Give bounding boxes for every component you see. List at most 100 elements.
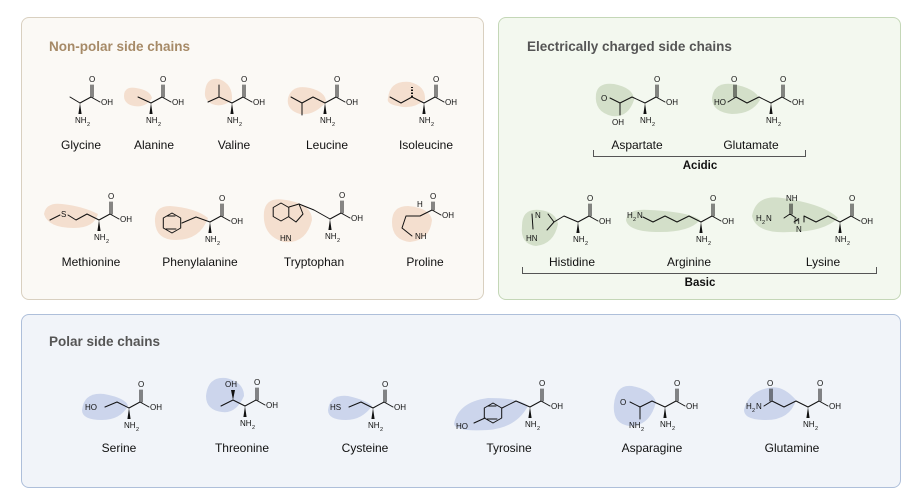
- acidic-bracket: [593, 150, 806, 157]
- svg-text:NH: NH: [629, 421, 641, 430]
- svg-text:OH: OH: [120, 215, 132, 224]
- svg-text:OH: OH: [150, 403, 162, 412]
- svg-text:O: O: [382, 380, 388, 389]
- charged-panel: [498, 17, 901, 300]
- svg-text:2: 2: [87, 122, 90, 128]
- svg-text:NH: NH: [573, 235, 585, 244]
- amino-acid-name: Aspartate: [611, 138, 663, 152]
- amino-acid-name: Glutamate: [723, 138, 779, 152]
- svg-text:NH: NH: [640, 116, 652, 125]
- svg-text:NH: NH: [766, 116, 778, 125]
- nonpolar-title: Non-polar side chains: [49, 39, 191, 54]
- svg-text:H: H: [627, 211, 633, 220]
- amino-acid-name: Glutamine: [764, 441, 820, 455]
- svg-text:OH: OH: [442, 211, 454, 220]
- svg-text:NH: NH: [786, 194, 798, 203]
- amino-acid-name: Serine: [101, 441, 137, 455]
- svg-text:OH: OH: [172, 98, 184, 107]
- amino-acid-name: Valine: [217, 138, 251, 152]
- svg-text:H: H: [794, 217, 800, 226]
- svg-text:HO: HO: [456, 422, 468, 431]
- svg-text:OH: OH: [861, 217, 873, 226]
- svg-text:2: 2: [752, 408, 755, 414]
- svg-text:HS: HS: [330, 403, 341, 412]
- svg-text:2: 2: [847, 241, 850, 247]
- svg-text:NH: NH: [419, 116, 431, 125]
- acidic-label: Acidic: [682, 160, 718, 172]
- svg-text:OH: OH: [599, 217, 611, 226]
- svg-text:OH: OH: [686, 402, 698, 411]
- basic-bracket: [522, 267, 877, 274]
- svg-text:O: O: [339, 191, 345, 200]
- svg-text:2: 2: [672, 426, 675, 432]
- svg-text:N: N: [637, 211, 643, 220]
- svg-text:2: 2: [337, 238, 340, 244]
- svg-text:NH: NH: [124, 421, 136, 430]
- svg-text:OH: OH: [551, 402, 563, 411]
- svg-text:N: N: [535, 211, 541, 220]
- svg-text:OH: OH: [394, 403, 406, 412]
- svg-text:O: O: [539, 379, 545, 388]
- amino-acid-name: Tryptophan: [283, 255, 345, 269]
- svg-text:N: N: [796, 225, 802, 234]
- svg-text:2: 2: [136, 427, 139, 433]
- svg-text:2: 2: [380, 427, 383, 433]
- svg-text:H: H: [746, 402, 752, 411]
- amino-acid-name: Threonine: [214, 441, 270, 455]
- svg-text:O: O: [587, 194, 593, 203]
- svg-text:H: H: [756, 214, 762, 223]
- svg-text:NH: NH: [205, 235, 217, 244]
- svg-text:NH: NH: [320, 116, 332, 125]
- svg-text:O: O: [710, 194, 716, 203]
- amino-acid-name: Proline: [406, 255, 444, 269]
- svg-text:NH: NH: [696, 235, 708, 244]
- svg-text:2: 2: [652, 122, 655, 128]
- amino-acid-name: Tyrosine: [486, 441, 532, 455]
- svg-text:NH: NH: [368, 421, 380, 430]
- svg-text:O: O: [241, 75, 247, 84]
- svg-text:NH: NH: [146, 116, 158, 125]
- svg-text:2: 2: [633, 217, 636, 223]
- svg-text:OH: OH: [253, 98, 265, 107]
- svg-text:2: 2: [431, 122, 434, 128]
- nonpolar-panel: [21, 17, 484, 300]
- svg-text:O: O: [108, 192, 114, 201]
- svg-text:OH: OH: [792, 98, 804, 107]
- svg-text:NH: NH: [94, 233, 106, 242]
- svg-text:OH: OH: [722, 217, 734, 226]
- svg-text:2: 2: [332, 122, 335, 128]
- svg-text:OH: OH: [231, 217, 243, 226]
- svg-text:2: 2: [815, 426, 818, 432]
- amino-acid-name: Phenylalanine: [162, 255, 238, 269]
- svg-text:OH: OH: [666, 98, 678, 107]
- svg-text:NH: NH: [525, 420, 537, 429]
- svg-text:2: 2: [217, 241, 220, 247]
- svg-text:O: O: [160, 75, 166, 84]
- svg-text:N: N: [766, 214, 772, 223]
- basic-label: Basic: [684, 277, 716, 289]
- svg-text:NH: NH: [227, 116, 239, 125]
- svg-text:H: H: [417, 200, 423, 209]
- amino-acid-name: Asparagine: [621, 441, 683, 455]
- svg-text:OH: OH: [612, 118, 624, 127]
- svg-text:2: 2: [708, 241, 711, 247]
- svg-text:OH: OH: [346, 98, 358, 107]
- svg-text:O: O: [334, 75, 340, 84]
